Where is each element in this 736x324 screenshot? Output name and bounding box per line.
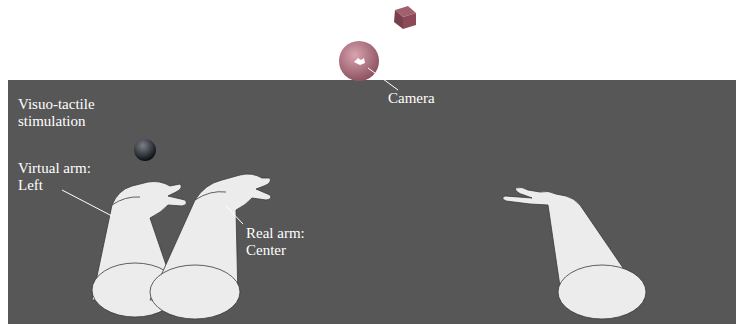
real-arm-label: Real arm: Center <box>246 225 318 259</box>
leader-line <box>226 206 243 224</box>
stimulation-sphere <box>134 139 156 161</box>
virtual-arm-label: Virtual arm: Left <box>18 160 98 194</box>
arm-figure <box>503 187 646 319</box>
leader-line <box>368 68 398 90</box>
camera-sphere <box>339 41 379 81</box>
camera-label: Camera <box>388 90 458 107</box>
leader-line <box>62 190 112 216</box>
stimulation-label: Visuo-tactile stimulation <box>18 96 128 130</box>
cube-object <box>394 6 416 29</box>
ground-panel <box>8 80 736 324</box>
